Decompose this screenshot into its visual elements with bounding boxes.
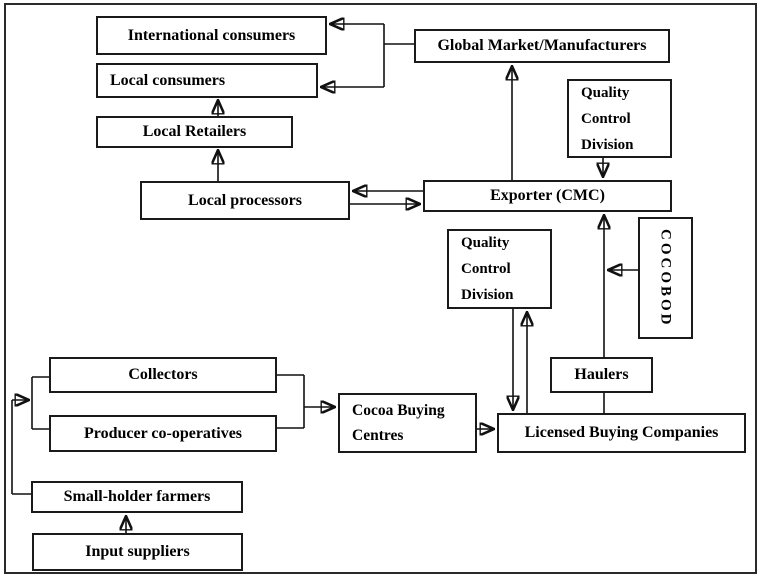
qcd-mid-line2: Control [461, 261, 511, 277]
box-quality-control-division-mid: Quality Control Division [447, 229, 552, 309]
box-producer-cooperatives: Producer co-operatives [49, 415, 277, 452]
box-small-holder-farmers: Small-holder farmers [31, 481, 243, 513]
box-local-retailers: Local Retailers [96, 116, 293, 148]
box-collectors: Collectors [49, 357, 277, 393]
qcd-mid-line3: Division [461, 287, 514, 303]
cbc-line1: Cocoa Buying [352, 402, 445, 419]
box-local-processors: Local processors [140, 181, 350, 220]
box-global-market-manufacturers: Global Market/Manufacturers [414, 29, 670, 63]
box-haulers: Haulers [550, 357, 653, 393]
qcd-top-line1: Quality [581, 84, 630, 101]
cocobod-vertical-label: COCOBOD [657, 228, 674, 328]
box-cocoa-buying-centres: Cocoa Buying Centres [338, 393, 477, 453]
box-local-consumers: Local consumers [96, 63, 318, 98]
box-quality-control-division-top: Quality Control Division [567, 79, 672, 158]
box-licensed-buying-companies: Licensed Buying Companies [497, 413, 746, 453]
box-input-suppliers: Input suppliers [32, 533, 243, 571]
box-exporter-cmc: Exporter (CMC) [423, 180, 672, 212]
qcd-mid-line1: Quality [461, 235, 510, 251]
qcd-top-line3: Division [581, 136, 634, 153]
cbc-line2: Centres [352, 427, 404, 444]
qcd-top-line2: Control [581, 110, 631, 127]
box-international-consumers: International consumers [96, 16, 327, 55]
box-cocobod: COCOBOD [638, 217, 693, 339]
diagram-outer-frame [4, 3, 757, 574]
